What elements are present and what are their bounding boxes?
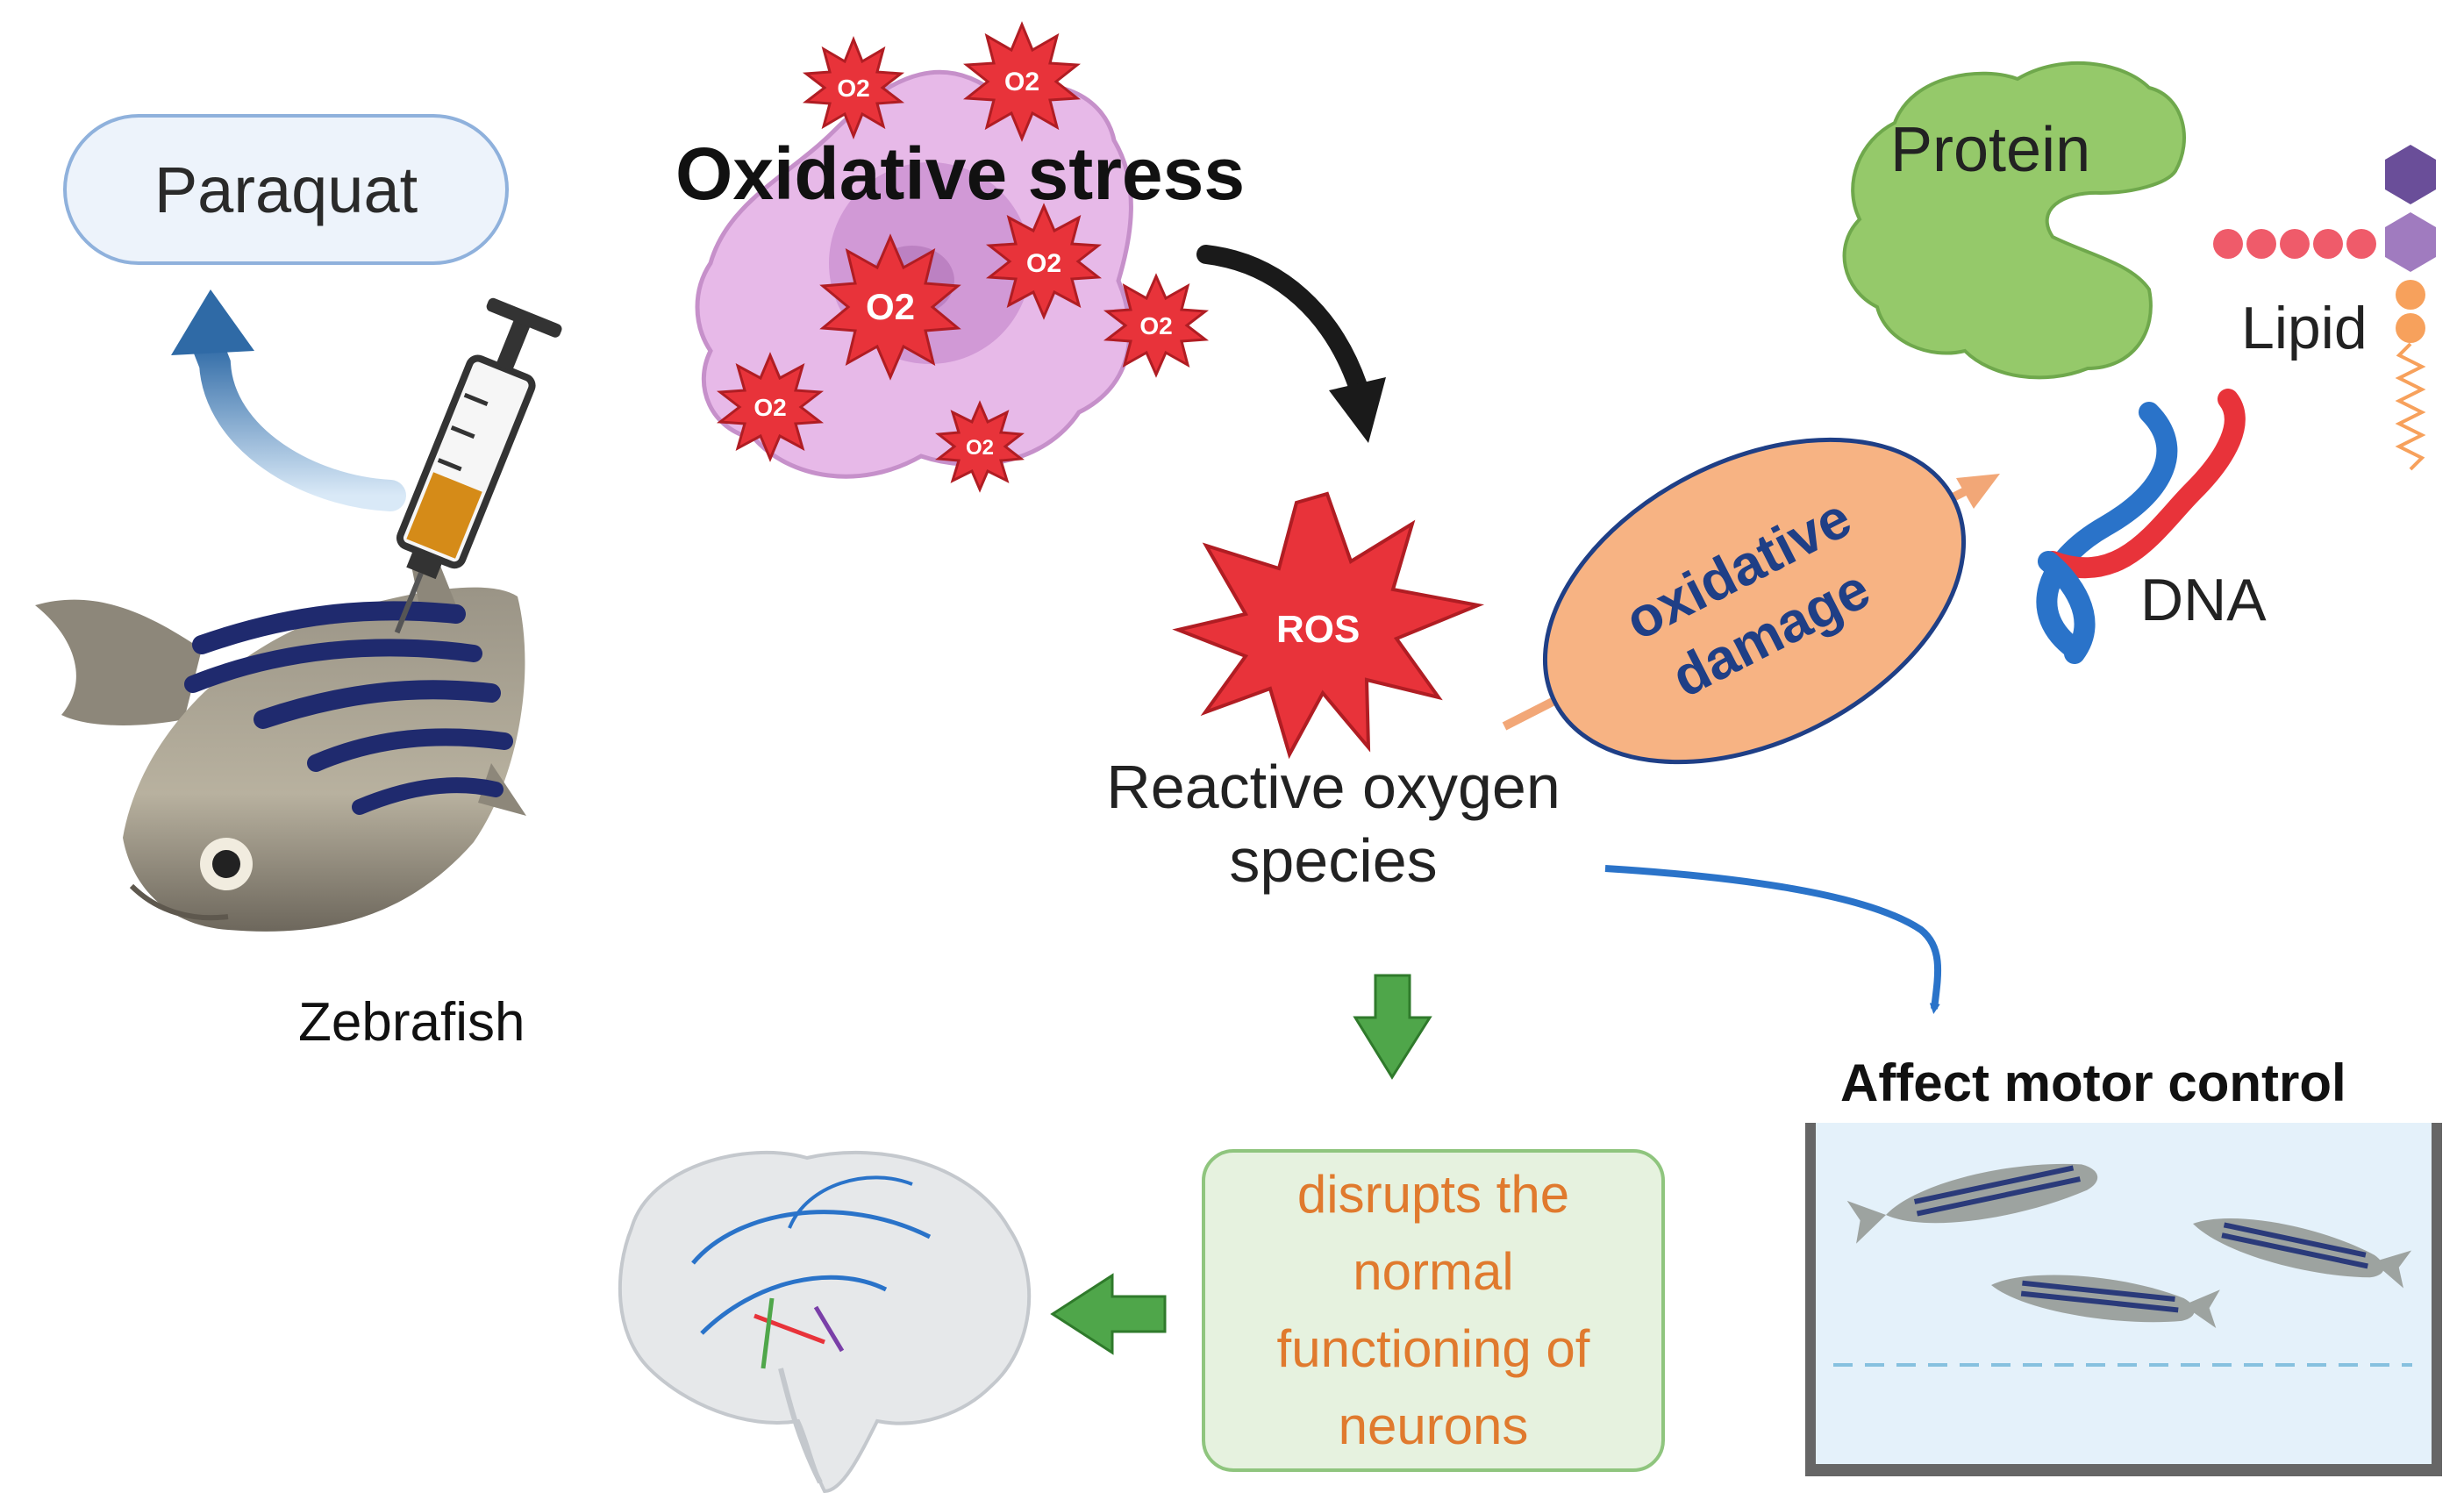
svg-text:O2: O2	[837, 75, 869, 102]
superoxide-icon: O2 O2 O2 O2 O2 O2 O2	[716, 21, 1210, 493]
green-down-arrow	[1353, 974, 1432, 1080]
lipid-label: Lipid	[2241, 295, 2368, 361]
oxidative-stress-title: Oxidative stress	[675, 132, 1246, 215]
zebrafish-label: Zebrafish	[298, 992, 525, 1053]
paraquat-label: Paraquat	[154, 153, 418, 226]
ros-badge-label: ROS	[1276, 608, 1361, 651]
stress-to-ros-arrow	[1196, 245, 1386, 443]
syringe-icon	[394, 297, 562, 634]
svg-text:O2: O2	[1139, 312, 1172, 339]
fish-icon	[35, 546, 526, 932]
svg-text:O2: O2	[1026, 249, 1061, 278]
motor-control-title: Affect motor control	[1840, 1054, 2346, 1112]
lipid-icon	[2213, 145, 2436, 471]
svg-text:O2: O2	[1004, 68, 1039, 96]
neurons-box: disrupts the normal functioning of neuro…	[1202, 1149, 1665, 1472]
ros-star-icon	[1172, 491, 1485, 760]
aquarium-icon	[1805, 1123, 2442, 1476]
injection-arrow-icon	[171, 289, 406, 511]
dna-label: DNA	[2140, 567, 2267, 633]
protein-icon	[1842, 61, 2186, 380]
svg-text:O2: O2	[753, 394, 786, 421]
damage-arrow	[1502, 437, 2000, 765]
paraquat-box: Paraquat	[63, 114, 509, 265]
dna-icon	[2036, 389, 2246, 664]
green-left-arrow	[1050, 1273, 1167, 1355]
ros-to-motor-arrow	[1604, 865, 1942, 1014]
brain-icon	[618, 1151, 1032, 1494]
protein-label: Protein	[1890, 115, 2091, 185]
ros-caption: Reactive oxygen species	[1106, 753, 1561, 895]
neurons-text: disrupts the normal functioning of neuro…	[1276, 1165, 1590, 1455]
svg-text:O2: O2	[966, 436, 994, 460]
svg-text:O2: O2	[866, 286, 915, 327]
